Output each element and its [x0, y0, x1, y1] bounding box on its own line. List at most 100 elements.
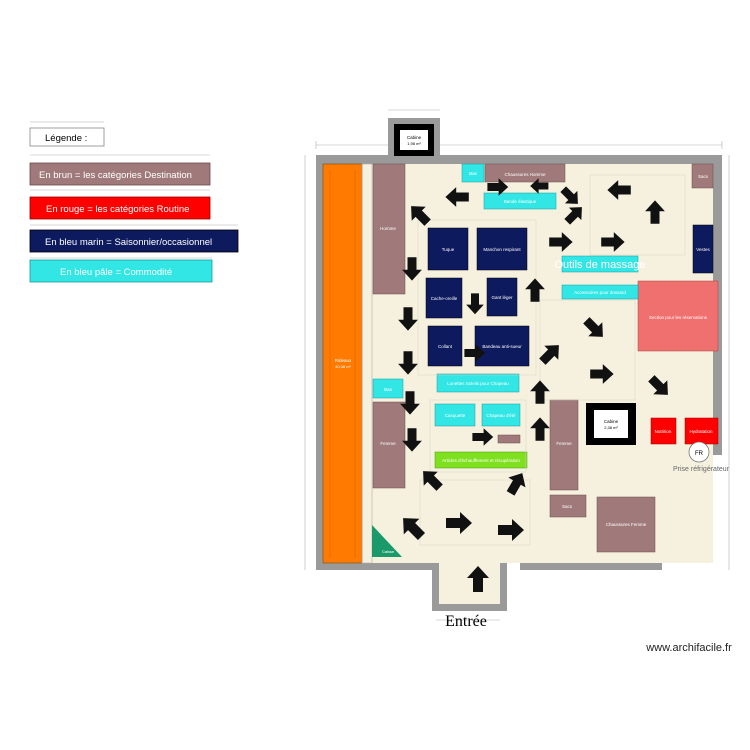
- legend-item-saisonnier: [29, 229, 239, 253]
- fixture-casquette: [434, 403, 476, 427]
- femme-label: Femme: [380, 441, 396, 446]
- legend-item-destination: [29, 162, 211, 186]
- flow-arrow-icon: [549, 232, 573, 252]
- homme-label: Homme: [380, 226, 396, 231]
- navy-fixtures: [425, 224, 714, 367]
- flow-arrows: [398, 178, 668, 592]
- entrance-label: Entrée: [445, 613, 487, 630]
- flow-arrow-icon: [648, 375, 668, 395]
- flow-arrow-icon: [530, 380, 550, 404]
- legend: Légende : En brun = les catégories Desti…: [29, 127, 239, 283]
- fixture-homme: [372, 163, 406, 295]
- legend-routine-text: En rouge = les catégories Routine: [46, 204, 189, 215]
- chaussures-homme-label: Chaussures Homme: [504, 172, 546, 177]
- website-label: www.archifacile.fr: [645, 642, 732, 654]
- dimension-lines: [30, 109, 730, 621]
- flow-arrow-icon: [560, 186, 578, 204]
- fixture-bas-left: [372, 378, 404, 399]
- flow-arrow-icon: [402, 428, 422, 452]
- bas-left-label: Bas: [384, 387, 393, 392]
- gant-label: Gant léger: [491, 295, 513, 300]
- fixture-hydratation: [684, 417, 719, 445]
- legend-title: Légende :: [45, 133, 87, 144]
- flow-arrow-icon: [525, 278, 545, 302]
- brown-fixtures: [372, 163, 714, 553]
- cabine-top-area: 1,98 m²: [407, 141, 421, 146]
- outils-massage-label: Outils de massage: [554, 259, 645, 271]
- flow-arrow-icon: [583, 317, 603, 337]
- nutrition-label: Nutrition: [655, 429, 672, 434]
- fridge-plug-label: Prise réfrigérateur: [673, 466, 730, 473]
- cabine-mid-name: Cabine: [604, 419, 619, 424]
- flow-arrow-icon: [398, 307, 418, 331]
- flow-arrow-icon: [402, 257, 422, 281]
- hydratation-label: Hydratation: [689, 429, 713, 434]
- cabine-mid-area: 2,38 m²: [604, 425, 618, 430]
- fixture-accessoires: [561, 284, 639, 300]
- chaussures-femme-label: Chaussures Femme: [606, 522, 647, 527]
- vestes-label: Vestes: [696, 247, 710, 252]
- flow-arrow-icon: [411, 206, 431, 226]
- flow-arrow-icon: [487, 178, 509, 196]
- tuque-label: Tuque: [442, 247, 455, 252]
- orange-room-name: Rideaux: [335, 358, 352, 363]
- flow-arrow-icon: [445, 187, 469, 207]
- flow-arrow-icon: [400, 391, 420, 415]
- flow-arrow-icon: [506, 473, 526, 496]
- fixture-sacs-bottom: [549, 494, 587, 518]
- legend-title-box: [29, 127, 105, 147]
- flow-arrow-icon: [403, 518, 426, 541]
- cache-oreille-label: Cache-oreille: [431, 296, 458, 301]
- fixture-lunettes: [436, 373, 520, 393]
- bandeau-label: Bandeau anti-sueur: [482, 344, 522, 349]
- legend-item-routine: [29, 196, 211, 220]
- legend-item-commodite: [29, 259, 213, 283]
- manchon-label: Manchon respirant: [483, 247, 521, 252]
- fixture-chaussures-homme: [484, 163, 566, 183]
- fixture-tuque: [427, 227, 469, 271]
- casquette-label: Casquette: [445, 413, 466, 418]
- fixture-green: [434, 451, 528, 469]
- flow-arrow-icon: [467, 566, 489, 592]
- flow-arrow-icon: [498, 519, 524, 541]
- cabine-top: Cabine 1,98 m²: [394, 124, 434, 156]
- fixture-bande: [483, 192, 557, 210]
- flow-arrow-icon: [466, 293, 484, 315]
- flow-arrow-icon: [530, 178, 549, 194]
- fixture-section-reservations: [637, 280, 719, 352]
- accessoires-label: Accessoires pour dossard: [574, 290, 626, 295]
- red-fixtures: [650, 417, 719, 445]
- collant-label: Collant: [438, 344, 453, 349]
- bande-label: Bande élastique: [504, 199, 537, 204]
- flow-arrow-icon: [446, 512, 472, 534]
- flow-arrow-icon: [464, 344, 486, 362]
- orange-room: [322, 163, 363, 564]
- orange-room-area: 40,38 m²: [335, 364, 351, 369]
- flow-arrow-icon: [564, 207, 582, 225]
- fixture-femme2: [549, 399, 579, 491]
- fixture-gant: [486, 277, 518, 317]
- fixture-nutrition: [650, 417, 677, 445]
- section-reservations-label: Section pour les réservations: [649, 315, 708, 320]
- legend-commodite-text: En bleu pâle = Commodité: [60, 267, 172, 278]
- legend-saisonnier-text: En bleu marin = Saisonnier/occasionnel: [45, 237, 212, 248]
- chapeau-label: Chapeau d'été: [486, 413, 516, 418]
- fixture-bandeau: [474, 325, 530, 367]
- fixture-small-brown: [497, 434, 521, 444]
- flow-arrow-icon: [530, 417, 550, 441]
- cyan-fixtures: [372, 163, 639, 427]
- fixture-collant: [427, 325, 463, 367]
- fixture-femme: [372, 401, 406, 489]
- fixture-vestes: [692, 224, 714, 274]
- flow-arrow-icon: [601, 232, 625, 252]
- flow-arrow-icon: [607, 180, 631, 200]
- flow-arrow-icon: [472, 428, 494, 446]
- fixture-outils-massage: [561, 255, 639, 273]
- lunettes-label: Lunettes Soleils pour Chapeau: [447, 381, 509, 386]
- fixture-bas-top: [461, 163, 485, 183]
- sacs-top-label: Sacs: [698, 174, 709, 179]
- green-corner-label: Caisse: [382, 549, 395, 554]
- flow-arrow-icon: [398, 351, 418, 375]
- green-label: Articles d'échauffement et récupération: [442, 458, 520, 463]
